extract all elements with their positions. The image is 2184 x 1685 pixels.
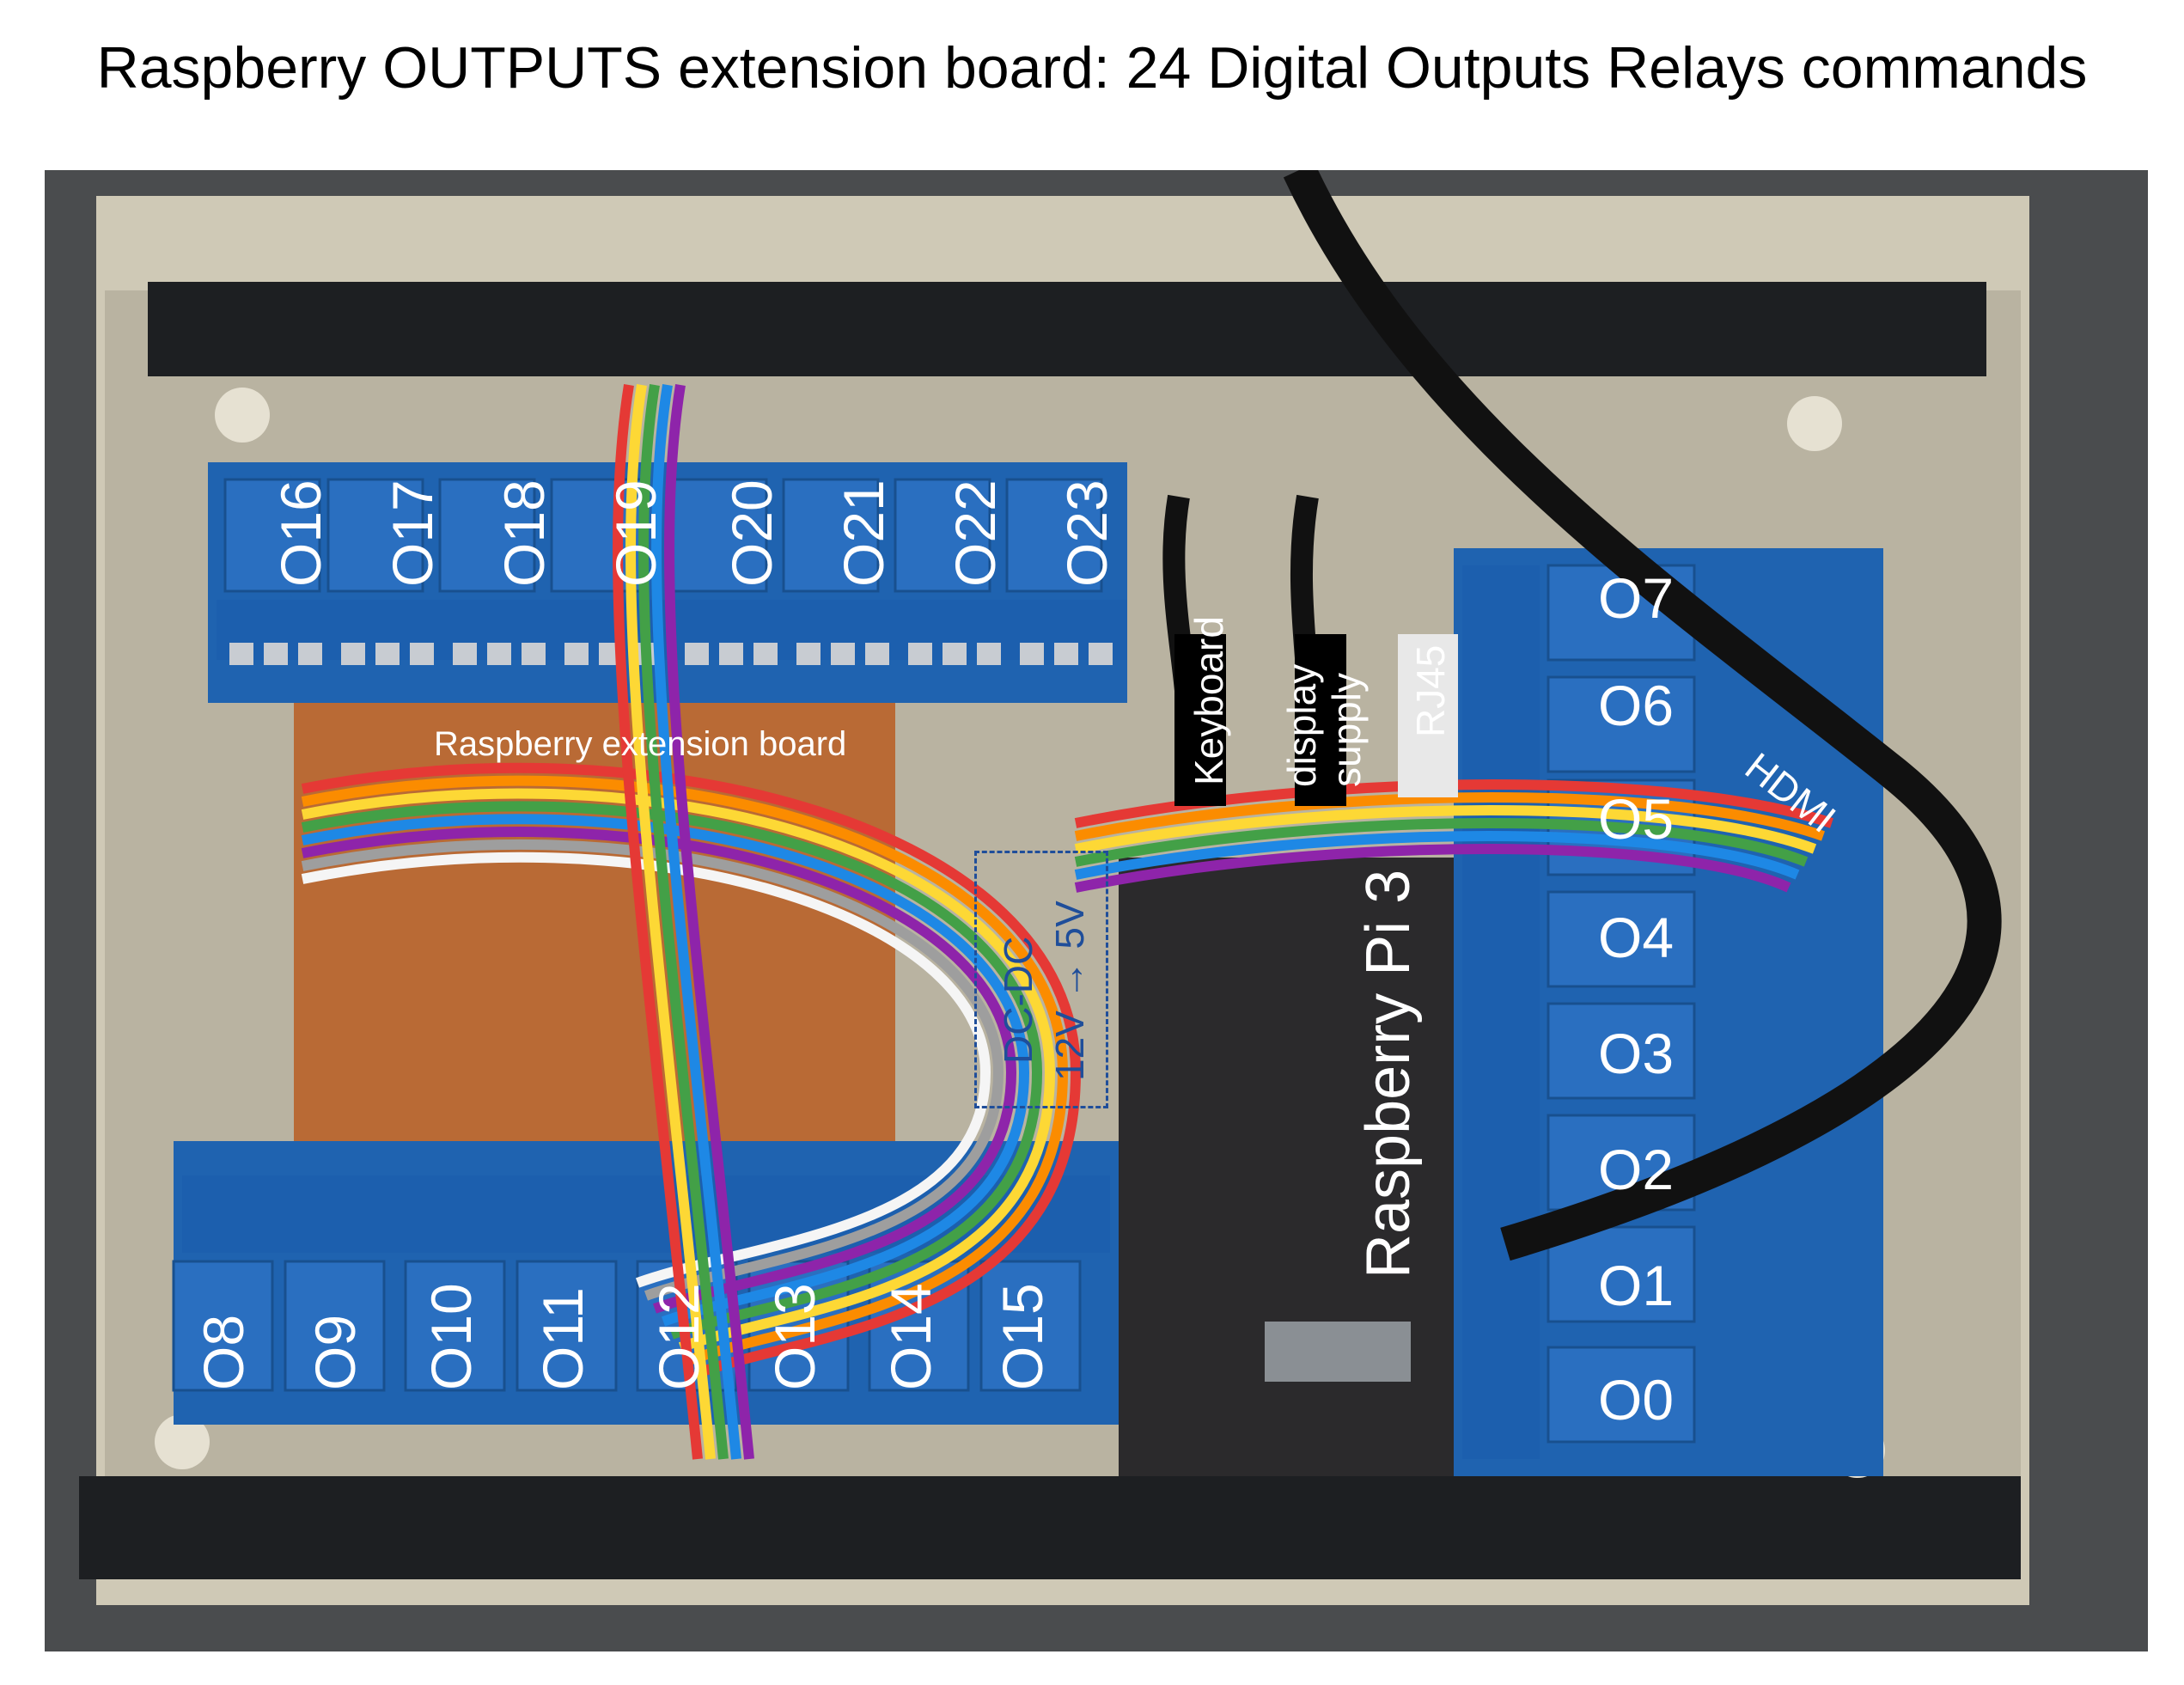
ribbon-cable: [301, 384, 1833, 1460]
dcdc-annotation-box: [974, 851, 1108, 1108]
output-label-o22: O22: [943, 479, 1007, 587]
output-label-o5: O5: [1598, 787, 1675, 851]
lid-edge-top: [148, 282, 1986, 376]
lid-edge-bottom: [79, 1476, 2021, 1579]
output-label-o21: O21: [832, 479, 895, 587]
output-label-o23: O23: [1055, 479, 1119, 587]
dcdc-label-line1: DC-DC: [996, 936, 1040, 1064]
output-label-o12: O12: [647, 1283, 711, 1390]
output-label-o11: O11: [531, 1287, 595, 1390]
output-label-o10: O10: [419, 1283, 483, 1390]
output-label-o17: O17: [381, 479, 444, 587]
output-label-o3: O3: [1598, 1022, 1675, 1085]
photo-illustration: [79, 170, 2029, 1605]
output-label-o20: O20: [720, 479, 784, 587]
output-label-o0: O0: [1598, 1368, 1675, 1432]
output-label-o18: O18: [492, 479, 556, 587]
hdmi-cable: [1283, 170, 2002, 1261]
output-label-o15: O15: [991, 1283, 1054, 1390]
enclosure-photo: O16 O17 O18 O19 O20 O21 O22 O23 O8 O9 O1…: [45, 170, 2148, 1651]
raspberry-pi-label: Raspberry Pi 3: [1354, 869, 1423, 1279]
output-label-o13: O13: [763, 1283, 827, 1390]
output-label-o2: O2: [1598, 1138, 1675, 1201]
raspberry-pi-case: [1119, 858, 1479, 1476]
keyboard-label: Keyboard: [1187, 616, 1231, 785]
rj45-plug: [1398, 634, 1458, 797]
output-label-o1: O1: [1598, 1254, 1675, 1317]
supply-label: supply: [1324, 673, 1369, 787]
output-label-o19: O19: [604, 479, 668, 587]
output-label-o14: O14: [879, 1283, 943, 1390]
output-label-o9: O9: [303, 1314, 367, 1390]
dcdc-label-line2: 12V → 5V: [1047, 900, 1092, 1081]
page-title: Raspberry OUTPUTS extension board: 24 Di…: [96, 35, 2088, 101]
keyboard-plug: [1174, 634, 1226, 806]
display-label: display: [1279, 663, 1324, 787]
display-supply-plug: [1295, 634, 1346, 806]
output-label-o7: O7: [1598, 566, 1675, 630]
output-label-o4: O4: [1598, 906, 1675, 969]
output-label-o16: O16: [269, 479, 332, 587]
extension-board-label: Raspberry extension board: [434, 725, 847, 763]
output-label-o6: O6: [1598, 674, 1675, 737]
output-label-o8: O8: [192, 1314, 255, 1390]
rj45-label: RJ45: [1408, 644, 1453, 737]
